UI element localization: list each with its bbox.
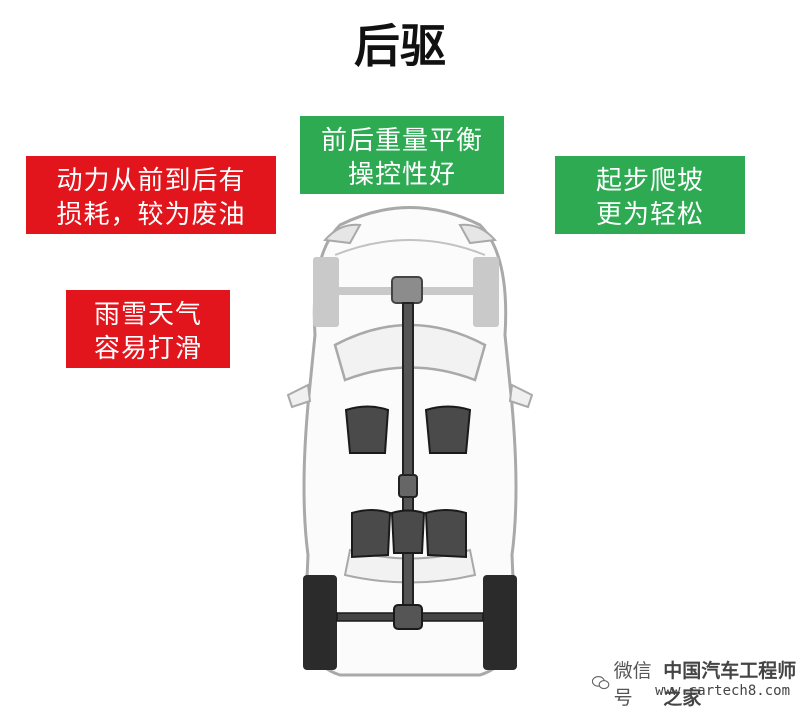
advantage-box-balance: 前后重量平衡 操控性好: [300, 116, 504, 194]
right-mirror: [508, 383, 534, 409]
drawback-box-fuel: 动力从前到后有 损耗，较为废油: [26, 156, 276, 234]
left-mirror: [286, 383, 312, 409]
watermark: 微信号 中国汽车工程师之家: [592, 656, 800, 710]
drawback-box-slippery: 雨雪天气 容易打滑: [66, 290, 230, 368]
page-title: 后驱: [354, 19, 446, 73]
rear-right-wheel: [483, 575, 517, 670]
box-line: 起步爬坡: [595, 166, 704, 196]
front-right-seat: [424, 405, 472, 454]
front-right-wheel: [473, 257, 499, 327]
driveshaft-joint: [398, 474, 418, 498]
front-left-wheel: [313, 257, 339, 327]
car-hood-line: [334, 239, 486, 256]
box-line: 前后重量平衡: [320, 126, 483, 156]
car-drivetrain-illustration: [286, 206, 534, 677]
watermark-prefix: 微信号: [613, 660, 652, 709]
rear-seat-center: [390, 509, 426, 554]
rear-differential: [393, 604, 423, 630]
advantage-box-climbing: 起步爬坡 更为轻松: [555, 156, 745, 234]
box-line: 容易打滑: [93, 334, 202, 364]
box-line: 动力从前到后有: [56, 166, 246, 196]
box-line: 雨雪天气: [93, 300, 202, 330]
front-gearbox: [391, 276, 423, 304]
box-line: 操控性好: [347, 160, 456, 190]
watermark-site: www.cartech8.com: [655, 683, 790, 699]
box-line: 损耗，较为废油: [56, 200, 246, 230]
rear-left-wheel: [303, 575, 337, 670]
box-line: 更为轻松: [595, 200, 704, 230]
wechat-icon: [592, 676, 610, 690]
front-left-seat: [344, 405, 390, 454]
left-headlight: [322, 223, 362, 245]
rear-seat-left: [351, 509, 392, 559]
rear-seat-right: [424, 509, 467, 559]
right-headlight: [458, 223, 498, 245]
driveshaft: [402, 302, 414, 614]
